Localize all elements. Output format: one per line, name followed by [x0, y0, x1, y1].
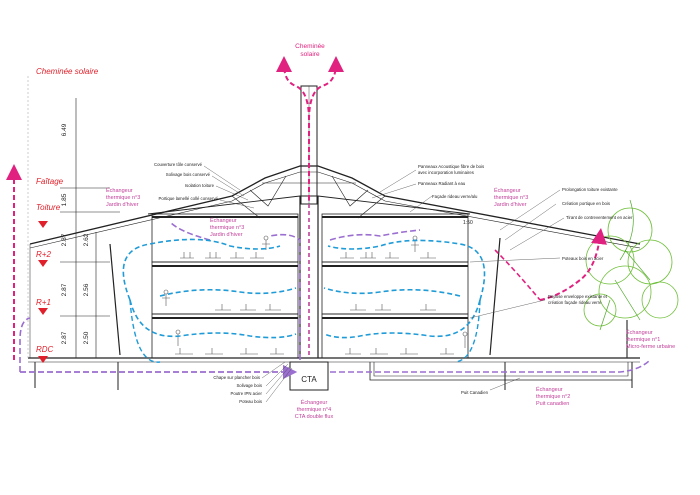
- note-r-4: Poteaux bois en acier: [562, 256, 604, 261]
- note-tl-3: Isolation toiture: [185, 183, 215, 188]
- dim-right-2: 2.56: [83, 283, 90, 296]
- r1-label: R+1: [36, 298, 51, 307]
- exchanger-4-l2: thermique n°4: [297, 407, 331, 413]
- note-b-1: Chape sur plancher bois: [213, 375, 260, 380]
- exchanger-2-l3: Puit canadien: [536, 401, 569, 407]
- exchanger-3-left-l2: thermique n°3: [106, 195, 140, 201]
- level-markers: [27, 76, 120, 363]
- dim-chimney: 6.49: [61, 123, 68, 136]
- note-tr-1: Panneaux Acoustique fibre de bois: [418, 164, 484, 169]
- note-tr-2: avec incorporation luminaires: [418, 170, 474, 175]
- exchanger-2-l2: thermique n°2: [536, 394, 570, 400]
- chimney-exhaust-flow: [276, 56, 310, 200]
- air-flows: [6, 56, 651, 380]
- tree-illustration: [583, 199, 679, 358]
- ratio-label: 1:50: [463, 220, 473, 226]
- note-tl-4: Portique lamellé collé conservé: [159, 196, 219, 201]
- note-r-5: Depose enveloppe existante et: [548, 294, 608, 299]
- faitage-label: Faîtage: [36, 177, 64, 186]
- note-r-1: Prolongation toiture existante: [562, 187, 618, 192]
- dim-left-1: 2.87: [61, 233, 68, 246]
- furniture: [162, 235, 468, 355]
- dim-roof: 1.85: [61, 193, 68, 206]
- exchanger-3-right-l3: Jardin d'hiver: [494, 202, 527, 208]
- dim-right-3: 2.50: [83, 331, 90, 344]
- dim-left-2: 2.87: [61, 283, 68, 296]
- exchanger-4-l3: CTA double flux: [295, 414, 334, 420]
- rdc-label: RDC: [36, 345, 54, 354]
- exchanger-3-mid-l2: thermique n°3: [210, 225, 244, 231]
- chimney-top-label-line2: solaire: [300, 51, 320, 58]
- toiture-label: Toiture: [36, 203, 61, 212]
- note-r-3: Tirant de contreventement en acier: [566, 215, 633, 220]
- note-tl-2: Solivage bois conservé: [166, 172, 211, 177]
- chimney-side-label: Cheminée solaire: [36, 67, 99, 76]
- text-layer: Cheminée solaire Cheminée solaire Faîtag…: [36, 43, 675, 420]
- exchanger-2-l1: Échangeur: [536, 386, 563, 393]
- exchanger-3-mid-l1: Échangeur: [210, 217, 237, 224]
- blue-flow-left: [122, 238, 281, 301]
- exchanger-1-l1: Échangeur: [626, 329, 653, 336]
- exchanger-1-l3: Micro-ferme urbaine: [626, 344, 675, 350]
- cta-label: CTA: [301, 375, 317, 384]
- r2-label: R+2: [36, 250, 51, 259]
- blue-flow-right: [327, 239, 486, 301]
- chimney-top-label-line1: Cheminée: [295, 43, 325, 50]
- note-tl-1: Couverture tôle conservé: [154, 162, 203, 167]
- note-r-2: Création portique en bois: [562, 201, 610, 206]
- exchanger-3-mid-l3: Jardin d'hiver: [210, 232, 243, 238]
- dim-right-1: 2.62: [83, 233, 90, 246]
- exchanger-4-l1: Échangeur: [301, 399, 328, 406]
- exchanger-3-left-l1: Échangeur: [106, 187, 133, 194]
- leader-lines: [203, 165, 565, 403]
- note-tr-4: Façade rideau verre/alu: [432, 194, 478, 199]
- note-b-3: Poutre IPN acier: [230, 391, 262, 396]
- exchanger-3-right-l2: thermique n°3: [494, 195, 528, 201]
- dim-left-3: 2.87: [61, 331, 68, 344]
- exchanger-3-left-l3: Jardin d'hiver: [106, 202, 139, 208]
- exchanger-1-l2: thermique n°1: [626, 337, 660, 343]
- note-r-6: création façade rideau verre: [548, 300, 602, 305]
- note-tr-3: Panneaux Radiant à eau: [418, 181, 466, 186]
- note-puit: Puit Canadien: [461, 390, 489, 395]
- note-b-2: Solivage bois: [236, 383, 262, 388]
- exchanger-3-right-l1: Échangeur: [494, 187, 521, 194]
- building-structure: [28, 85, 641, 391]
- note-b-4: Poteau bois: [239, 399, 262, 404]
